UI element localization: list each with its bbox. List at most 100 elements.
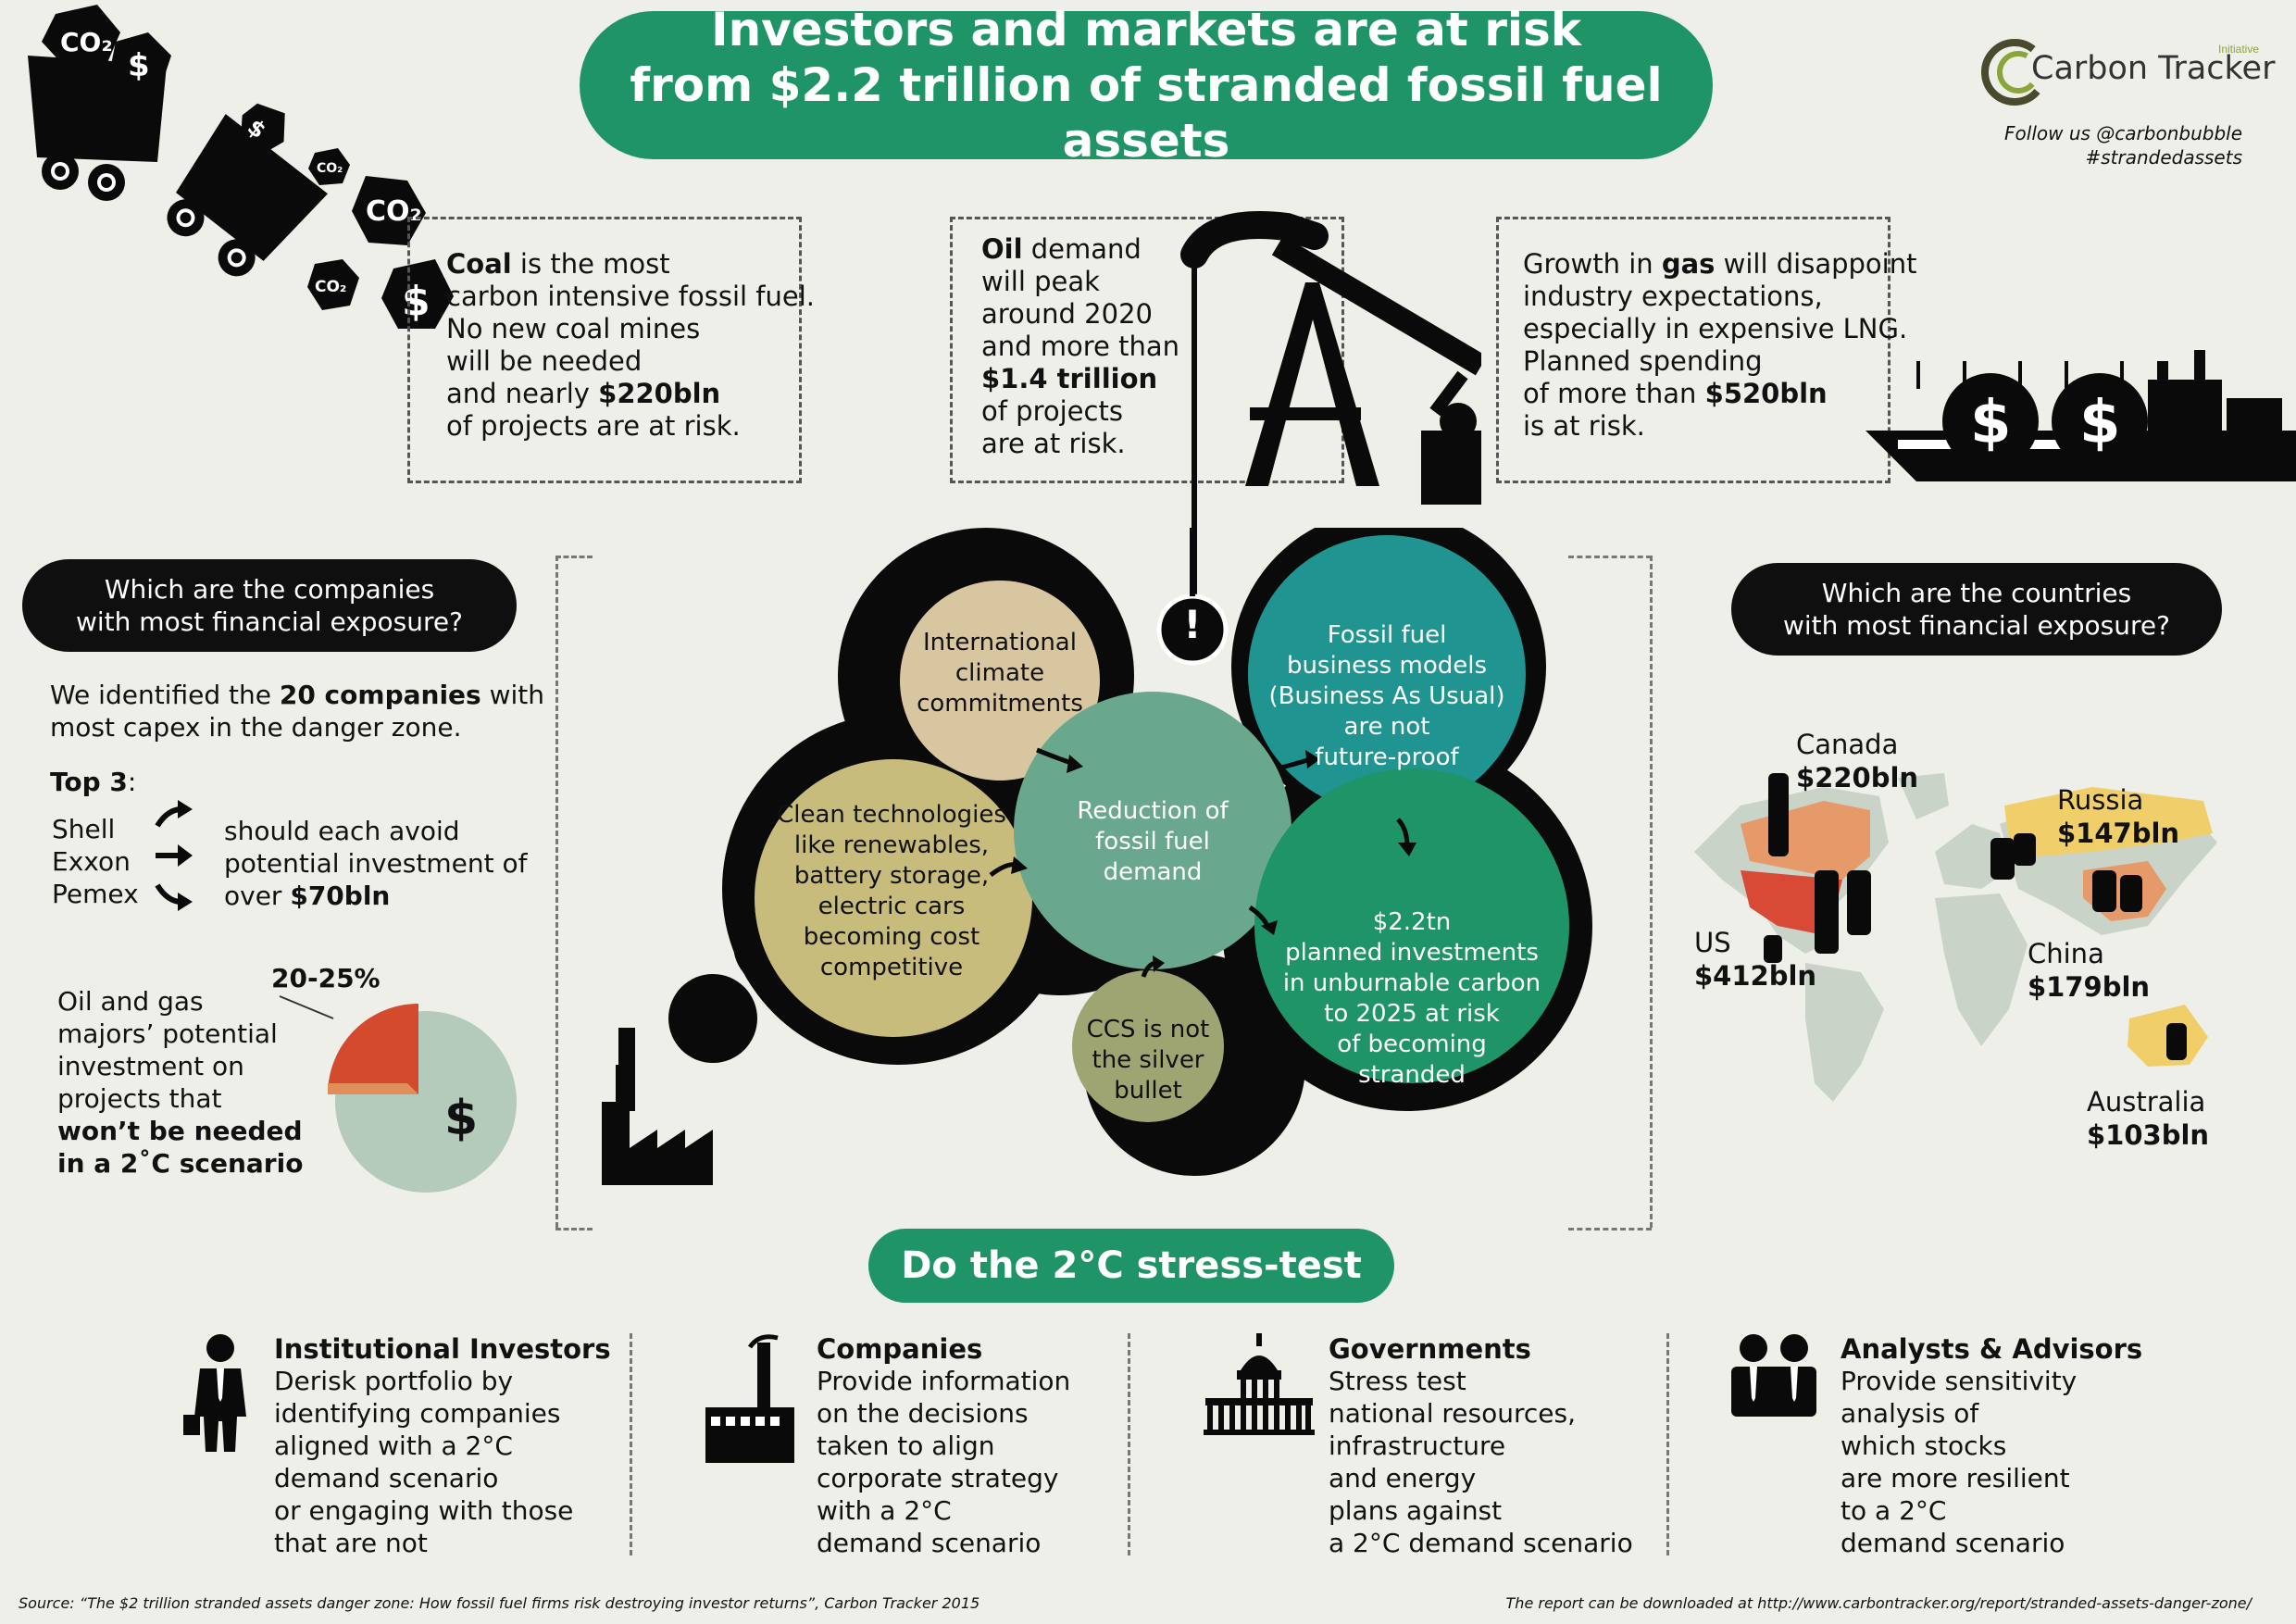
majors-line3: investment on [57,1051,244,1081]
stress-col-governments: Governments Stress test national resourc… [1329,1333,1633,1559]
brand-tag: Initiative [2218,43,2260,56]
intl-text: International climate commitments [907,628,1092,719]
coal-keyword: Coal [446,248,512,280]
us-value: $412bln [1694,960,1817,992]
follow-text: Follow us @carbonbubble [2004,122,2242,144]
avoid-line1: should each avoid [224,816,460,846]
us-name: US [1694,927,1731,958]
svg-text:CO₂: CO₂ [315,278,346,296]
investors-line6: that are not [274,1528,428,1558]
pie-dollar: $ [444,1091,479,1146]
gas-info-text: Growth in gas will disappoint industry e… [1523,248,1916,443]
countries-heading-line2: with most financial exposure? [1782,610,2170,641]
header-title-line2: from $2.2 trillion of stranded fossil fu… [630,58,1663,168]
gas-value: $520bln [1704,378,1828,409]
hashtag-text: #strandedassets [2085,146,2242,169]
stress-test-pill: Do the 2°C stress-test [868,1229,1394,1303]
center-frame-left-bottom [555,1228,593,1230]
majors-text: Oil and gas majors’ potential investment… [57,985,303,1180]
header-banner: Investors and markets are at risk from $… [580,3,1713,168]
download-link[interactable]: The report can be downloaded at http://w… [1505,1594,2252,1612]
planned-line5: of becoming [1337,1031,1487,1058]
svg-text:CO₂: CO₂ [317,161,343,176]
fossil-line1: Fossil fuel [1327,621,1447,649]
planned-line4: to 2025 at risk [1324,1000,1500,1028]
oil-line6: of projects [981,395,1123,427]
avoid-line2: potential investment of [224,848,528,879]
source-citation: Source: “The $2 trillion stranded assets… [19,1594,980,1612]
map-greenland [1898,773,1949,819]
exclaim-text: ! [1183,602,1202,647]
arrows-icon [155,800,193,911]
companies-col-line5: with a 2°C [817,1495,952,1526]
brand-name: Carbon Tracker [2031,50,2276,87]
reduction-line2: fossil fuel [1095,828,1210,856]
companies-intro-b: 20 companies [279,680,481,710]
coal-info-text: Coal is the most carbon intensive fossil… [446,248,815,443]
pie-slice-20-25 [328,1004,418,1094]
gas-info-box [1496,217,1890,483]
company-pemex: Pemex [52,879,139,909]
avoid-value: $70bln [290,881,391,911]
majors-bold2: in a 2˚C scenario [57,1148,304,1179]
planned-line6: stranded [1358,1061,1466,1089]
oil-info-text: Oil demand will peak around 2020 and mor… [981,233,1179,460]
analysts-title: Analysts & Advisors [1841,1333,2143,1365]
governments-line4: and energy [1329,1463,1477,1493]
center-frame-left-top [555,556,593,558]
gas-line4: Planned spending [1523,345,1763,377]
company-exxon: Exxon [52,846,131,877]
clean-line5: becoming cost [803,923,980,951]
companies-heading-pill: Which are the companies with most financ… [22,559,517,652]
svg-text:$: $ [128,47,150,84]
brand-logo[interactable]: Carbon Tracker Initiative [1979,37,2275,111]
factory-building-icon [705,1334,794,1463]
investors-line1: Derisk portfolio by [274,1366,514,1396]
column-divider-2 [1128,1333,1130,1555]
majors-line2: majors’ potential [57,1018,278,1049]
investors-line4: demand scenario [274,1463,499,1493]
governments-line2: national resources, [1329,1398,1576,1429]
reduction-text: Reduction of fossil fuel demand [1046,796,1259,888]
top3-colon: : [127,767,137,797]
world-map [1694,773,2217,1102]
bubble-clean-tech [755,759,1032,1037]
stress-col-investors: Institutional Investors Derisk portfolio… [274,1333,611,1559]
center-frame-right-bottom [1568,1228,1652,1230]
country-us: US $412bln [1694,926,1816,993]
analysts-line3: which stocks [1841,1430,2007,1461]
reduction-line3: demand [1103,858,1203,886]
countries-heading-line1: Which are the countries [1821,578,2132,608]
svg-text:CO₂: CO₂ [60,27,113,57]
oil-pumpjack-icon [1180,211,1481,597]
country-russia: Russia $147bln [2057,783,2179,850]
oil-line3: around 2020 [981,298,1153,330]
companies-col-line3: taken to align [817,1430,995,1461]
clean-line6: competitive [819,954,964,981]
country-china: China $179bln [2028,937,2150,1004]
governments-line3: infrastructure [1329,1430,1506,1461]
russia-value: $147bln [2057,818,2180,849]
clean-line4: electric cars [817,893,966,920]
majors-line1: Oil and gas [57,986,204,1017]
column-divider-1 [630,1333,632,1555]
center-frame-right [1650,556,1653,1228]
fossil-text: Fossil fuel business models (Business As… [1259,620,1515,773]
intl-line2: climate [955,659,1045,687]
companies-col-line1: Provide information [817,1366,1071,1396]
companies-heading-line2: with most financial exposure? [75,606,463,637]
analysts-line5: to a 2°C [1841,1495,1947,1526]
ccs-line2: the silver [1092,1046,1204,1074]
investors-title: Institutional Investors [274,1333,611,1365]
bubble-reduction [1014,692,1292,969]
fossil-line4: are not [1343,713,1430,741]
analysts-line6: demand scenario [1841,1528,2065,1558]
bubble-fossil-models [1248,535,1526,813]
column-divider-3 [1666,1333,1669,1555]
china-value: $179bln [2028,971,2151,1003]
governments-line1: Stress test [1329,1366,1466,1396]
oil-line1: demand [1022,233,1142,265]
country-australia: Australia $103bln [2087,1085,2209,1152]
australia-value: $103bln [2087,1119,2210,1151]
companies-intro: We identified the 20 companies with most… [50,679,544,743]
